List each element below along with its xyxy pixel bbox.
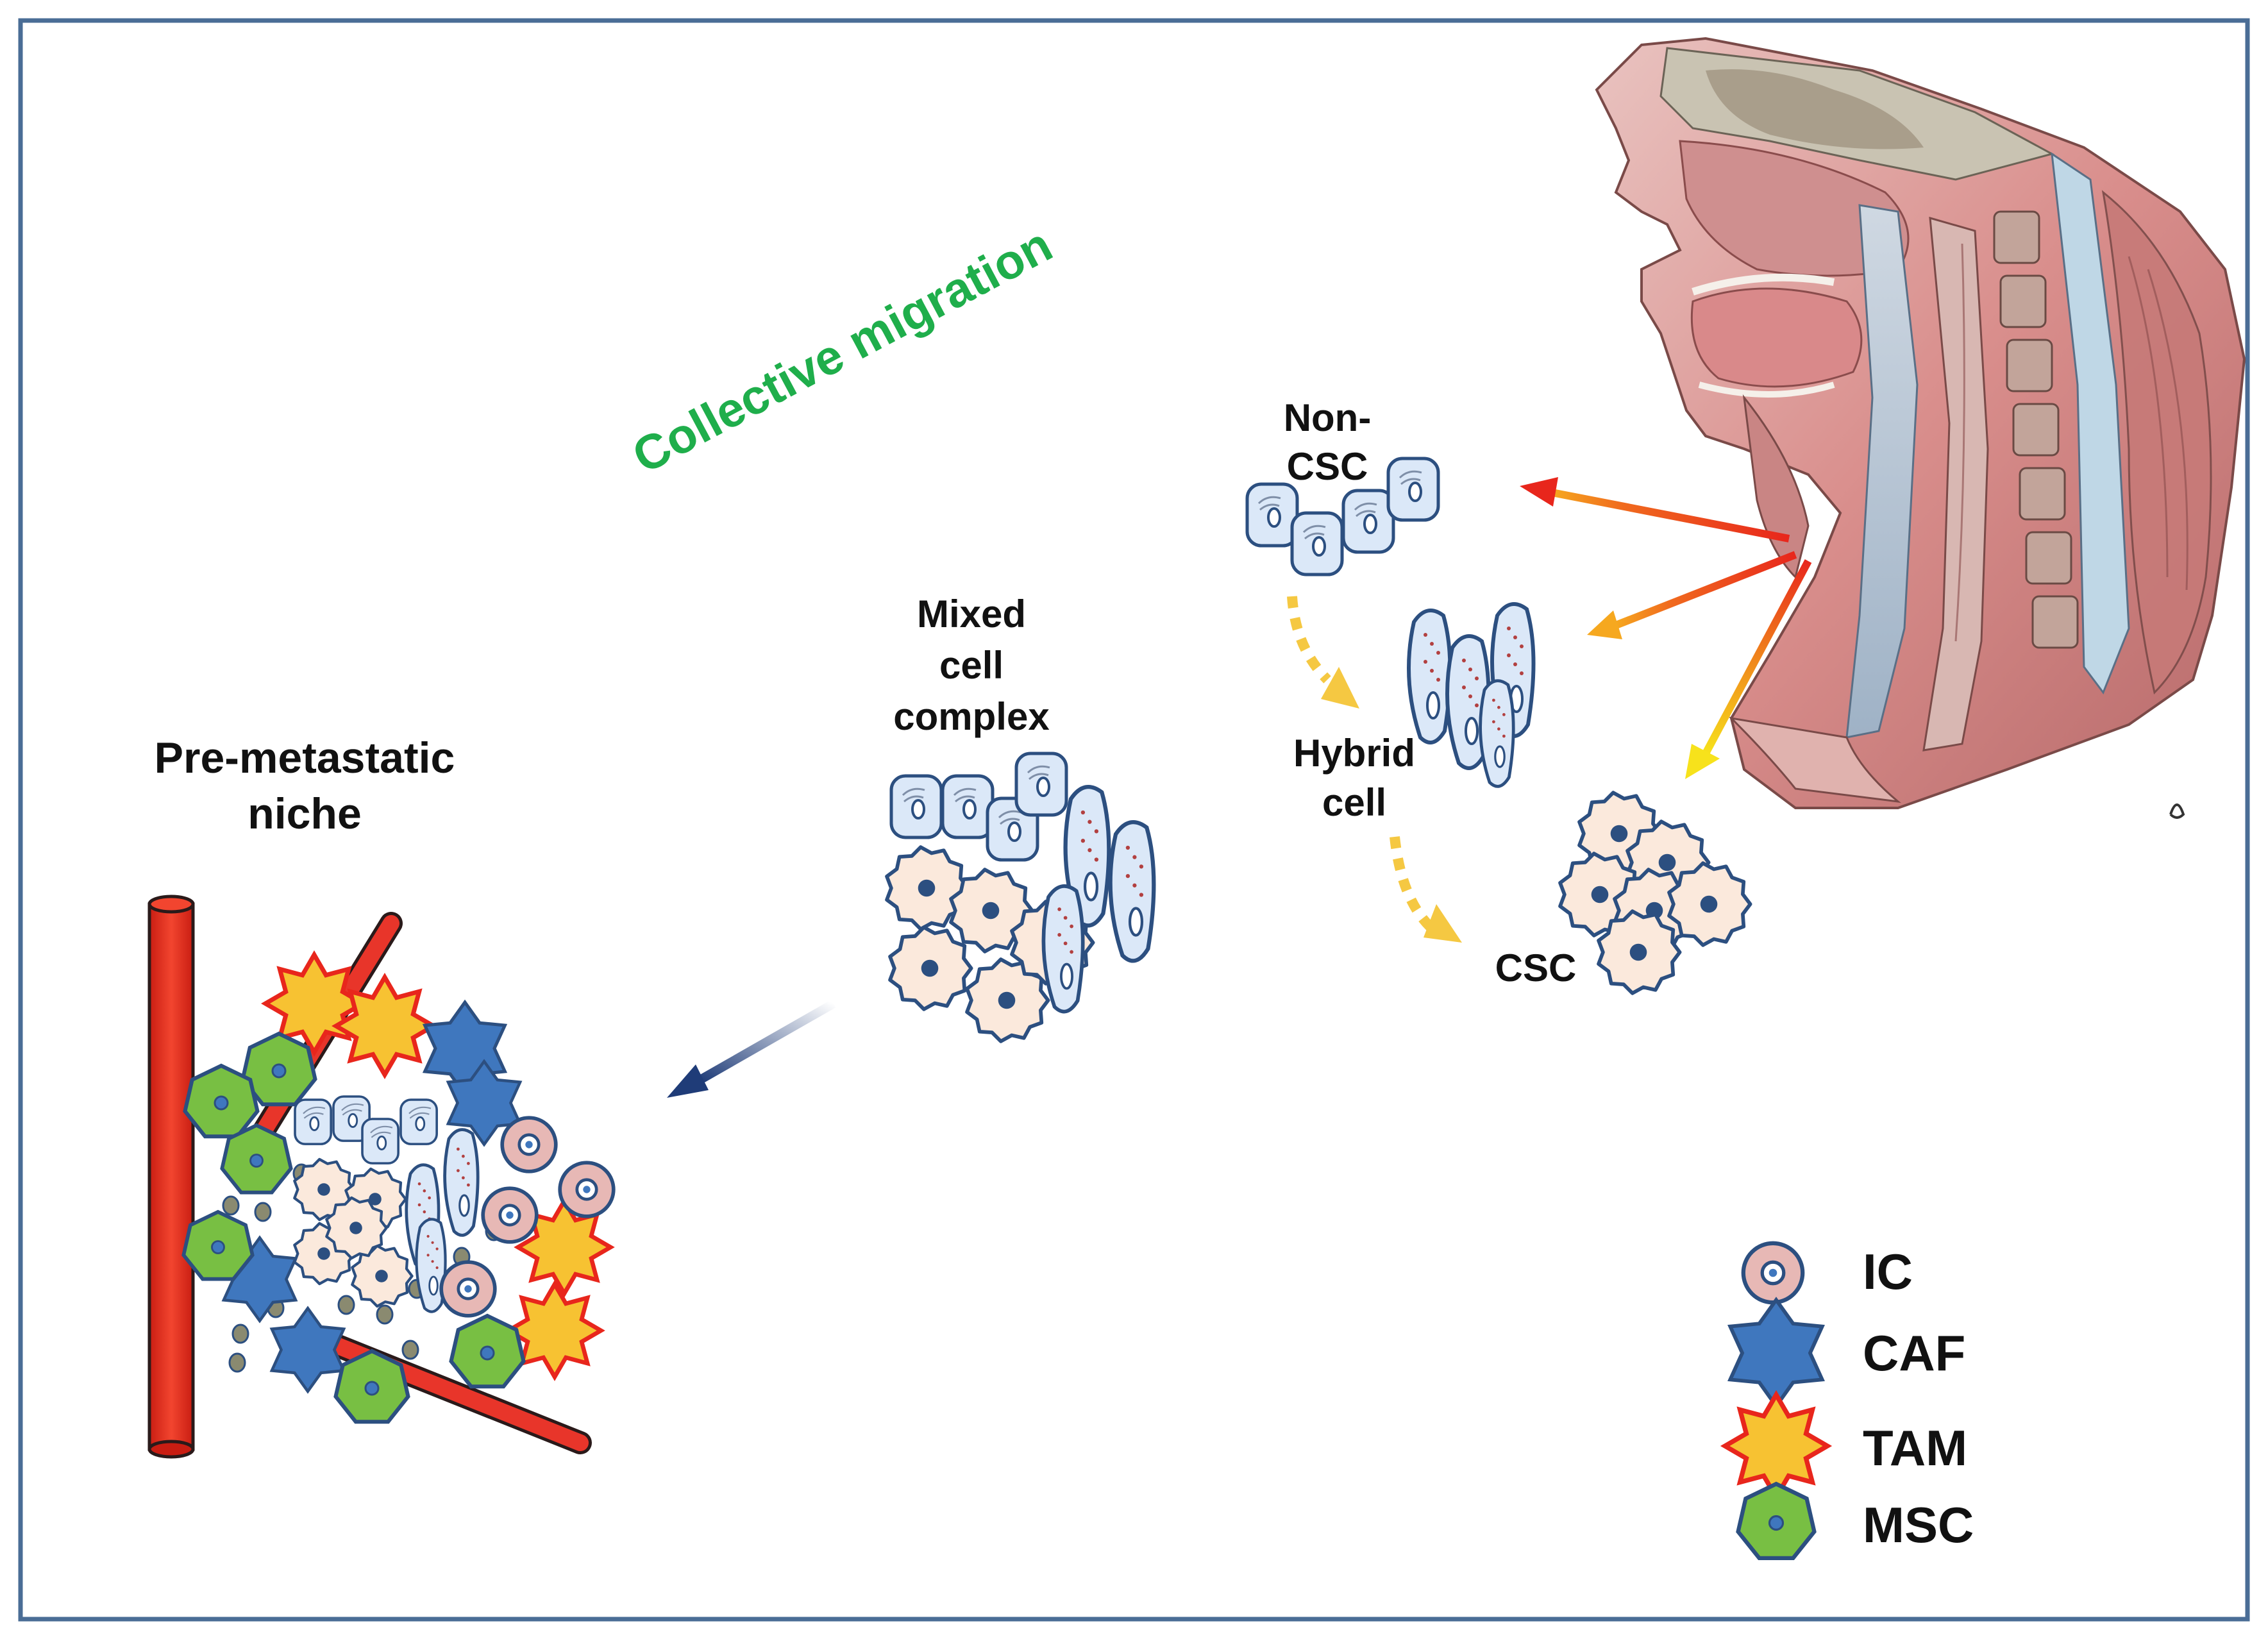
non-csc-cell-cluster: [1245, 457, 1440, 576]
hybrid-cell: [415, 1218, 447, 1313]
ic-cell: [481, 1186, 539, 1244]
origin-arrows: [1520, 477, 1812, 779]
csc-cell-cluster: [1558, 791, 1752, 995]
csc-cell: [325, 1196, 388, 1260]
transition-arrows: [1287, 596, 1434, 930]
csc-cell: [351, 1244, 414, 1308]
legend-label-caf: CAF: [1863, 1325, 1965, 1381]
caf-cell: [269, 1306, 346, 1394]
non-csc-label-line2: CSC: [1287, 445, 1368, 488]
legend-item-msc: MSC: [1736, 1481, 1974, 1561]
hybrid-cell: [443, 1128, 480, 1237]
non-csc-cell: [941, 774, 995, 839]
non-csc-cell: [1386, 457, 1440, 522]
legend: IC CAF TAM MSC: [1720, 1241, 1974, 1561]
msc-cell: [1736, 1481, 1817, 1561]
collective-migration-label: Collective migration: [624, 217, 1061, 484]
msc-cell: [449, 1313, 526, 1389]
mixed-label-line2: cell: [939, 644, 1004, 687]
legend-label-tam: TAM: [1863, 1420, 1967, 1476]
hybrid-label-line1: Hybrid: [1293, 732, 1415, 775]
pre-metastatic-label-line1: Pre-metastatic: [155, 734, 455, 782]
msc-cell: [333, 1349, 410, 1424]
ic-cell: [439, 1260, 497, 1318]
ic-icon: [1741, 1241, 1805, 1305]
outer-frame: [18, 18, 2250, 1622]
legend-item-ic: IC: [1741, 1241, 1913, 1305]
non-csc-label-line1: Non-: [1284, 396, 1372, 439]
arrowhead-csc: [1685, 744, 1720, 779]
csc-label: CSC: [1495, 946, 1577, 989]
head-neck-illustration: [1595, 37, 2246, 819]
legend-label-ic: IC: [1863, 1243, 1913, 1300]
tam-cell: [504, 1280, 605, 1381]
hybrid-cell: [1445, 634, 1491, 770]
arrowhead-non-csc: [1520, 477, 1558, 507]
non-csc-cell: [399, 1098, 438, 1145]
tam-cell: [332, 973, 438, 1079]
arrowhead-to-hybrid: [1321, 667, 1359, 709]
non-csc-cell: [1341, 489, 1395, 554]
non-csc-cell: [1245, 482, 1299, 548]
csc-cell: [1597, 909, 1682, 995]
csc-cell: [1667, 861, 1752, 947]
pre-metastatic-niche: [147, 895, 616, 1459]
msc-icon: [1736, 1481, 1817, 1561]
ic-cell: [558, 1161, 616, 1218]
msc-cell: [240, 1031, 317, 1107]
tam-cell: [514, 1197, 615, 1298]
pre-metastatic-label-line2: niche: [248, 789, 362, 838]
hybrid-cell-cluster: [1407, 602, 1536, 788]
legend-item-caf: CAF: [1727, 1297, 1965, 1409]
csc-cell: [888, 925, 973, 1011]
non-csc-cell: [889, 774, 943, 839]
migration-arrow: [667, 999, 836, 1098]
ic-cell: [1741, 1241, 1805, 1305]
blood-vessel-vertical: [147, 895, 195, 1459]
ic-cell: [500, 1116, 558, 1173]
arrowhead-to-csc: [1424, 904, 1462, 943]
caf-cell: [446, 1059, 523, 1147]
msc-cell: [183, 1063, 260, 1139]
non-csc-cell: [1290, 511, 1344, 576]
mixed-label-line1: Mixed: [917, 593, 1026, 635]
non-csc-cell: [294, 1098, 332, 1145]
non-csc-cell: [1014, 752, 1068, 817]
mixed-cell-complex: [885, 752, 1156, 1043]
msc-cell: [181, 1209, 255, 1281]
csc-cell: [885, 845, 970, 931]
arrowhead-hybrid: [1587, 610, 1622, 639]
mixed-label-line3: complex: [893, 695, 1049, 738]
legend-item-tam: TAM: [1720, 1390, 1967, 1502]
hybrid-cell: [1479, 679, 1515, 788]
hybrid-label-line2: cell: [1322, 781, 1386, 824]
non-csc-cell: [361, 1118, 399, 1164]
legend-label-msc: MSC: [1863, 1497, 1974, 1553]
msc-cell: [220, 1123, 293, 1195]
hybrid-cell: [1407, 609, 1452, 744]
hybrid-cell: [1108, 820, 1156, 963]
hybrid-cell: [1041, 884, 1085, 1014]
